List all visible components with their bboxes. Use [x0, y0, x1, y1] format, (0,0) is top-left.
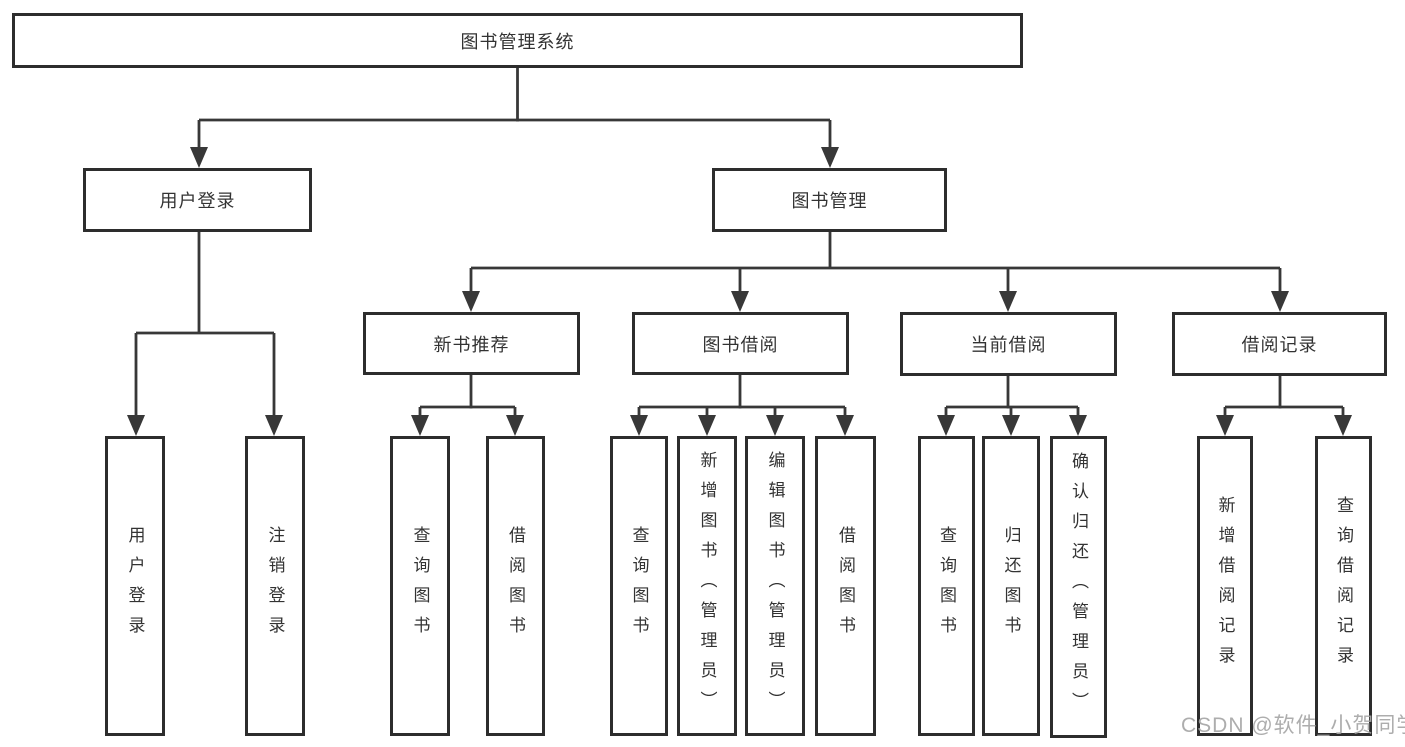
leaf-user-login: 用户登录	[105, 436, 165, 736]
leaf-add-book-admin: 新增图书（管理员）	[677, 436, 737, 736]
node-book-management: 图书管理	[712, 168, 947, 232]
leaf-label: 查询图书	[629, 526, 649, 646]
node-label: 借阅记录	[1241, 335, 1318, 355]
node-current-borrowing: 当前借阅	[900, 312, 1117, 376]
node-label: 图书管理	[791, 191, 868, 211]
node-label: 新书推荐	[433, 334, 510, 355]
node-book-borrowing: 图书借阅	[632, 312, 849, 375]
leaf-confirm-return-admin: 确认归还（管理员）	[1050, 436, 1107, 738]
leaf-label: 新增借阅记录	[1215, 496, 1235, 676]
node-label: 图书借阅	[702, 334, 779, 355]
node-new-book-recommendation: 新书推荐	[363, 312, 580, 375]
node-label: 用户登录	[159, 191, 236, 211]
node-borrowing-records: 借阅记录	[1172, 312, 1387, 376]
leaf-edit-book-admin: 编辑图书（管理员）	[745, 436, 805, 736]
node-library-management-system: 图书管理系统	[12, 13, 1023, 68]
leaf-label: 注销登录	[265, 526, 285, 646]
leaf-label: 借阅图书	[506, 526, 525, 646]
leaf-query-books-current: 查询图书	[918, 436, 975, 736]
leaf-label: 编辑图书（管理员）	[765, 451, 785, 721]
node-label: 图书管理系统	[460, 31, 575, 52]
leaf-label: 查询借阅记录	[1334, 496, 1353, 676]
leaf-label: 新增图书（管理员）	[697, 451, 717, 721]
leaf-query-books-borrowing: 查询图书	[610, 436, 668, 736]
leaf-borrow-books-borrowing: 借阅图书	[815, 436, 876, 736]
leaf-query-borrow-record: 查询借阅记录	[1315, 436, 1372, 736]
leaf-borrow-books-recommend: 借阅图书	[486, 436, 545, 736]
leaf-label: 归还图书	[1001, 526, 1021, 646]
leaf-label: 确认归还（管理员）	[1069, 452, 1088, 722]
leaf-add-borrow-record: 新增借阅记录	[1197, 436, 1253, 736]
leaf-label: 借阅图书	[836, 526, 855, 646]
leaf-return-books: 归还图书	[982, 436, 1040, 736]
node-label: 当前借阅	[970, 335, 1047, 355]
leaf-label: 查询图书	[410, 526, 430, 646]
leaf-label: 查询图书	[937, 526, 956, 646]
leaf-label: 用户登录	[125, 526, 145, 646]
csdn-watermark: CSDN @软件_小贺同学	[1181, 714, 1405, 737]
leaf-query-books-recommend: 查询图书	[390, 436, 450, 736]
node-user-login: 用户登录	[83, 168, 312, 232]
leaf-logout: 注销登录	[245, 436, 305, 736]
